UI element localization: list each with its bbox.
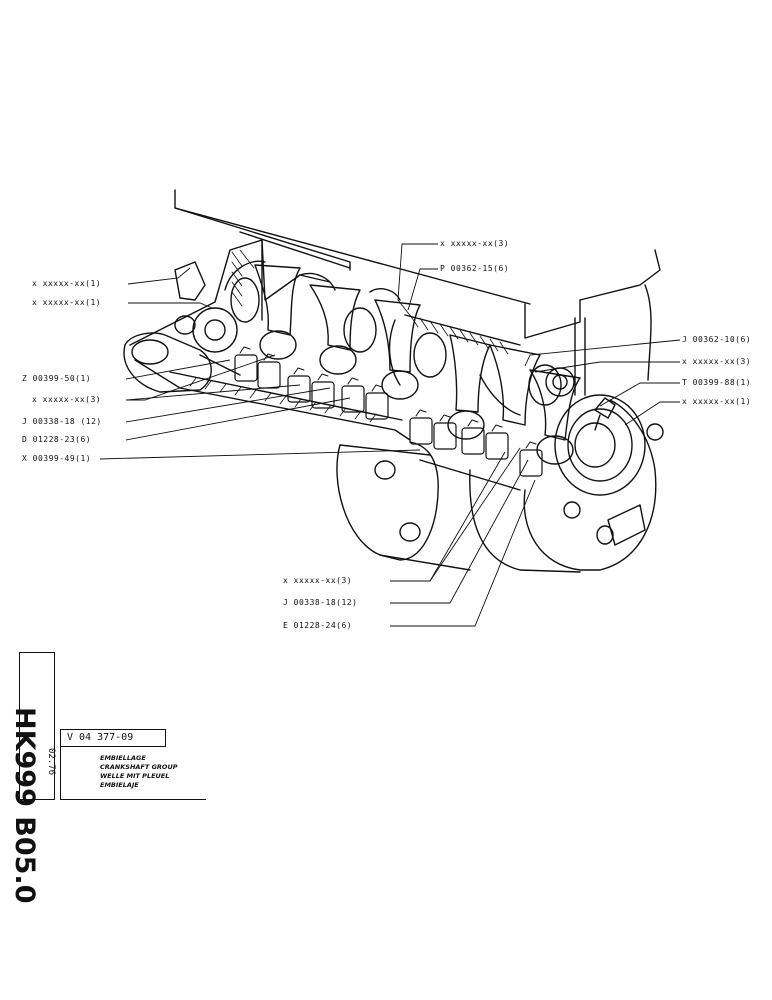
- callout-label: J 00362-10(6): [682, 335, 752, 344]
- connecting-rod-4: [449, 334, 491, 413]
- drawing-code-box: HK999 B05.0: [9, 652, 55, 903]
- housing-top: [174, 189, 351, 271]
- connecting-rod-6: [529, 369, 581, 441]
- left-end-pulley: [123, 332, 212, 393]
- callout-label: x xxxxx-xx(3): [682, 357, 752, 366]
- title-spanish: EMBIELAJE: [100, 781, 139, 789]
- callout-label: J 00338-18(12): [283, 598, 358, 607]
- main-journal-1: [230, 277, 260, 323]
- callout-label: Z 00399-50(1): [22, 374, 92, 383]
- title-divider: [60, 747, 61, 799]
- connecting-rod-3: [374, 299, 421, 373]
- lower-drum-left: [336, 441, 439, 561]
- title-list: EMBIELLAGE CRANKSHAFT GROUP WELLE MIT PL…: [100, 754, 177, 790]
- callout-label: x xxxxx-xx(1): [32, 279, 102, 288]
- connecting-rod-5: [489, 344, 541, 426]
- connecting-rod-2: [309, 284, 361, 351]
- lower-drum-right: [523, 399, 657, 571]
- callout-label: x xxxxx-xx(3): [283, 576, 353, 585]
- callout-label: E 01228-24(6): [283, 621, 353, 630]
- drawing-date: 02.76: [46, 748, 56, 776]
- crankcase-section: [129, 239, 331, 346]
- title-english: CRANKSHAFT GROUP: [100, 763, 178, 771]
- title-french: EMBIELLAGE: [100, 754, 146, 762]
- callout-label: x xxxxx-xx(3): [440, 239, 510, 248]
- callout-label: J 00338-18 (12): [22, 417, 102, 426]
- callout-label: D 01228-23(6): [22, 435, 92, 444]
- callout-label: P 00362-15(6): [440, 264, 510, 273]
- reference-number: V 04 377-09: [60, 729, 166, 747]
- callout-label: x xxxxx-xx(1): [32, 298, 102, 307]
- title-divider: [60, 799, 206, 800]
- callout-label: x xxxxx-xx(3): [32, 395, 102, 404]
- callout-label: T 00399-88(1): [682, 378, 752, 387]
- callout-label: X 00399-49(1): [22, 454, 92, 463]
- drawing-code: HK999 B05.0: [9, 707, 40, 904]
- callout-label: x xxxxx-xx(1): [682, 397, 752, 406]
- title-german: WELLE MIT PLEUEL: [100, 772, 170, 780]
